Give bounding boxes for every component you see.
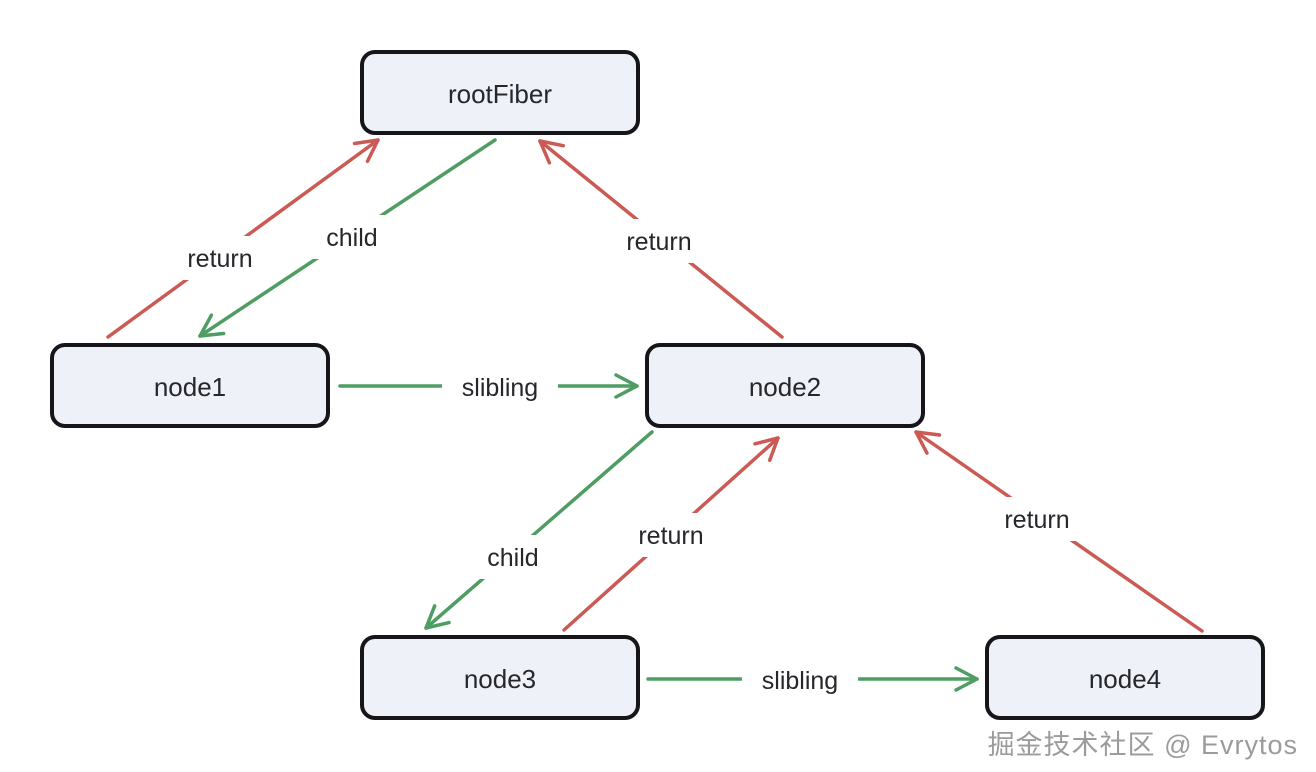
- edge-sibling-node3-to-node4: slibling: [646, 658, 979, 702]
- node-label: node1: [154, 372, 226, 402]
- edge-return-node3-to-node2: return: [562, 436, 780, 632]
- edge-label-background: [442, 365, 558, 409]
- edge-sibling-node1-to-node2: slibling: [338, 365, 639, 409]
- node-box: [645, 343, 925, 428]
- edge-label-background: [987, 497, 1087, 541]
- edge-label: return: [187, 245, 252, 273]
- node-box: [360, 50, 640, 135]
- edge-label: child: [326, 224, 377, 252]
- watermark: 掘金技术社区 @ Evrytos: [987, 730, 1298, 760]
- node-node2: node2: [645, 343, 925, 428]
- edge-label: return: [638, 522, 703, 550]
- node-label: rootFiber: [448, 79, 552, 109]
- edge-label: slibling: [462, 374, 538, 402]
- child-arrow-line: [424, 430, 654, 630]
- edge-child-node2-to-node3: child: [424, 430, 654, 630]
- edge-label: child: [487, 544, 538, 572]
- edge-label-background: [170, 236, 270, 280]
- node-box: [360, 635, 640, 720]
- edge-child-rootfiber-to-node1: child: [198, 138, 497, 338]
- node-box: [985, 635, 1265, 720]
- edge-label: return: [626, 228, 691, 256]
- node-box: [50, 343, 330, 428]
- edge-label-background: [310, 215, 394, 259]
- node-rootfiber: rootFiber: [360, 50, 640, 135]
- edge-label: slibling: [762, 667, 838, 695]
- edge-label: return: [1004, 506, 1069, 534]
- node-node1: node1: [50, 343, 330, 428]
- edge-label-background: [609, 219, 709, 263]
- node-label: node2: [749, 372, 821, 402]
- edge-label-background: [621, 513, 721, 557]
- edge-return-node1-to-rootfiber: return: [106, 138, 380, 339]
- node-node4: node4: [985, 635, 1265, 720]
- node-label: node4: [1089, 664, 1161, 694]
- node-label: node3: [464, 664, 536, 694]
- edge-return-node4-to-node2: return: [914, 430, 1204, 633]
- edge-label-background: [742, 658, 858, 702]
- edge-return-node2-to-rootfiber: return: [538, 139, 784, 339]
- node-node3: node3: [360, 635, 640, 720]
- edge-label-background: [471, 535, 555, 579]
